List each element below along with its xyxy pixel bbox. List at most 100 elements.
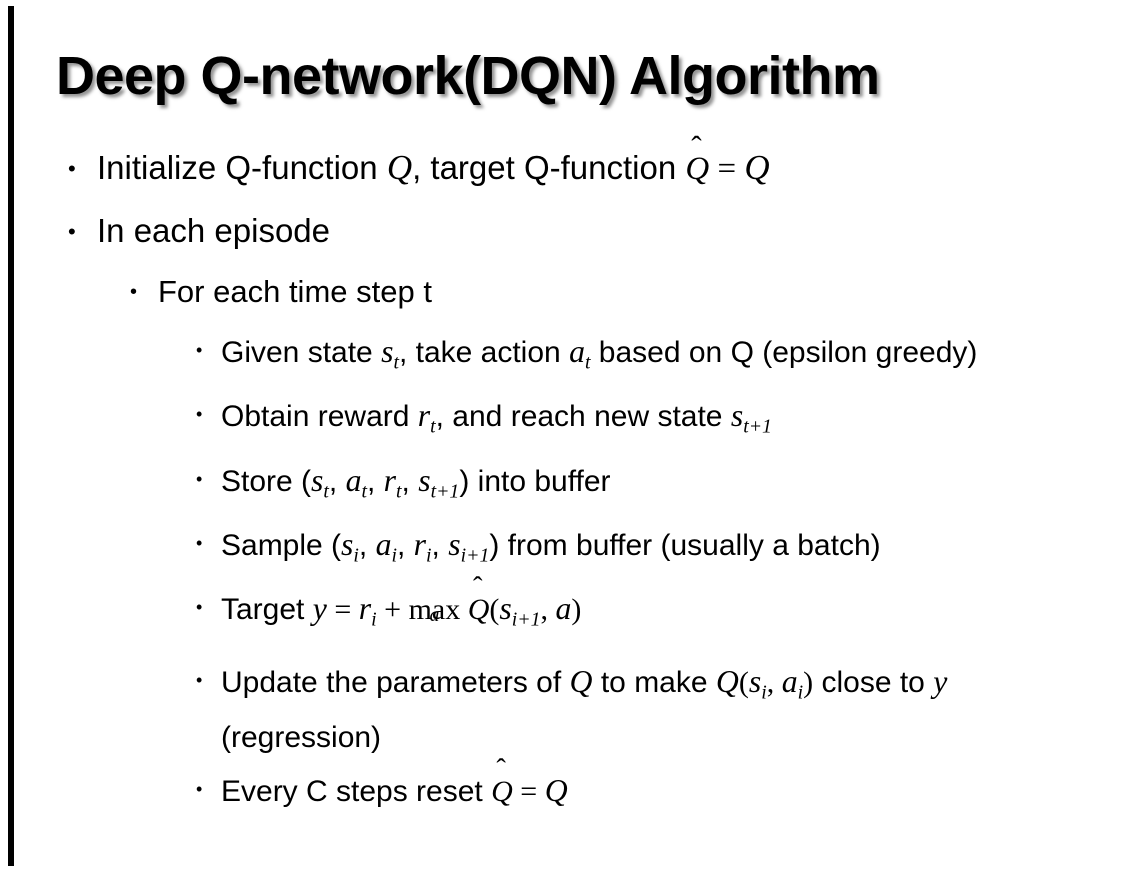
- text-separator: ,: [366, 464, 384, 498]
- math-var-a: a: [345, 462, 362, 498]
- text-segment: Initialize Q-function: [97, 149, 387, 186]
- text-segment: Every C steps reset: [221, 774, 492, 808]
- math-sub-t: t: [393, 351, 399, 374]
- bullet-for-each-time-step-text: For each time step t: [158, 274, 432, 309]
- math-var-s: s: [499, 591, 512, 627]
- text-segment: , and reach new state: [435, 400, 731, 434]
- math-paren-close: ): [803, 665, 814, 699]
- math-sub: t: [323, 479, 329, 502]
- math-var-a: a: [569, 334, 585, 369]
- text-segment: Update the parameters of: [221, 665, 570, 699]
- bullet-for-each-time-step: • For each time step t: [0, 271, 1124, 313]
- math-sub: i: [353, 544, 359, 567]
- math-paren-open: (: [738, 665, 749, 699]
- math-var-a: a: [781, 663, 798, 699]
- math-plus: +: [384, 593, 402, 627]
- text-segment: close to: [813, 665, 934, 699]
- hat-accent-icon: ˆ: [496, 753, 506, 785]
- text-segment: (regression): [221, 720, 382, 754]
- hat-accent-icon: ˆ: [691, 129, 702, 165]
- hat-accent-icon: ˆ: [473, 572, 483, 604]
- math-var-s: s: [341, 526, 354, 562]
- bullet-dot-icon: •: [196, 468, 203, 489]
- text-segment: ) into buffer: [459, 464, 611, 498]
- math-var-y: y: [312, 591, 327, 627]
- text-segment: Obtain reward: [221, 400, 418, 434]
- math-sub-t: t: [430, 415, 436, 438]
- math-equals: =: [520, 774, 538, 808]
- math-sub: i: [391, 544, 398, 567]
- math-sub-i: i: [761, 680, 767, 703]
- math-sub: i: [426, 544, 432, 567]
- text-segment: , take action: [398, 336, 570, 369]
- math-var-s: s: [311, 462, 324, 498]
- math-paren-open: (: [489, 593, 500, 627]
- text-separator: ,: [397, 528, 414, 562]
- math-sub-i-plus-1: i+1: [511, 608, 541, 631]
- math-var-qhat-base: Q: [685, 151, 710, 187]
- bullet-dot-icon: •: [68, 156, 76, 181]
- left-accent-rule: [8, 6, 14, 866]
- math-var-s-next: s: [448, 526, 461, 562]
- math-var-q2: Q: [744, 148, 770, 187]
- bullet-given-state-text: Given state st, take action at based on …: [221, 329, 1094, 385]
- math-equals: =: [334, 593, 352, 627]
- text-separator: ,: [431, 528, 449, 562]
- math-var-q: Q: [544, 772, 568, 808]
- math-var-qhat-base: Q: [467, 593, 490, 627]
- bullet-update-parameters: • Update the parameters of Q to make Q(s…: [0, 659, 1124, 760]
- bullet-in-each-episode: • In each episode: [0, 209, 1124, 253]
- text-segment: Target: [221, 593, 313, 627]
- math-var-s: s: [381, 334, 394, 369]
- math-sub: t: [361, 479, 367, 502]
- math-comma: ,: [766, 665, 782, 699]
- bullet-obtain-reward: • Obtain reward rt, and reach new state …: [0, 393, 1124, 449]
- bullet-dot-icon: •: [68, 219, 76, 244]
- bullet-in-each-episode-text: In each episode: [97, 212, 331, 249]
- text-segment: Given state: [221, 336, 382, 369]
- math-sub: t: [396, 479, 402, 502]
- bullet-given-state: • Given state st, take action at based o…: [0, 329, 1124, 385]
- math-space: [460, 593, 468, 626]
- text-segment: based on Q (epsilon greedy): [590, 336, 978, 369]
- text-segment: to make: [592, 665, 716, 699]
- math-var-qhat-base: Q: [491, 774, 513, 808]
- text-segment: Store (: [221, 464, 312, 498]
- algorithm-bullet-list: • Initialize Q-function Q, target Q-func…: [0, 131, 1124, 822]
- bullet-store-tuple-text: Store (st, at, rt, st+1) into buffer: [221, 458, 1094, 514]
- math-sub-i: i: [797, 680, 804, 703]
- text-separator: ,: [328, 464, 346, 498]
- bullet-dot-icon: •: [196, 340, 203, 360]
- math-var-q2: Q: [715, 663, 739, 699]
- math-sub-i-plus-1: i+1: [460, 544, 490, 567]
- bullet-sample-tuple-text: Sample (si, ai, ri, si+1) from buffer (u…: [221, 522, 1094, 578]
- slide-title: Deep Q-network(DQN) Algorithm: [56, 46, 880, 106]
- math-paren-close: ): [571, 593, 582, 627]
- text-segment: ) from buffer (usually a batch): [489, 528, 881, 562]
- bullet-update-parameters-text: Update the parameters of Q to make Q(si,…: [221, 659, 1094, 760]
- math-var-r: r: [383, 462, 397, 498]
- bullet-dot-icon: •: [196, 404, 203, 425]
- math-sub-i: i: [371, 608, 377, 631]
- math-max-subscript: a: [429, 603, 440, 626]
- bullet-dot-icon: •: [196, 532, 203, 553]
- bullet-initialize-text: Initialize Q-function Q, target Q-functi…: [97, 131, 1124, 191]
- math-sub-t-plus-1: t+1: [430, 479, 460, 502]
- text-separator: ,: [358, 528, 376, 562]
- math-var-y: y: [933, 663, 948, 699]
- math-var-r: r: [358, 591, 372, 627]
- math-var-a: a: [555, 591, 572, 627]
- math-var-a: a: [375, 526, 392, 562]
- math-sub-t: t: [584, 351, 591, 374]
- bullet-sample-tuple: • Sample (si, ai, ri, si+1) from buffer …: [0, 522, 1124, 578]
- text-segment: , target Q-function: [412, 149, 686, 186]
- math-var-q: Q: [569, 663, 593, 699]
- bullet-initialize: • Initialize Q-function Q, target Q-func…: [0, 131, 1124, 191]
